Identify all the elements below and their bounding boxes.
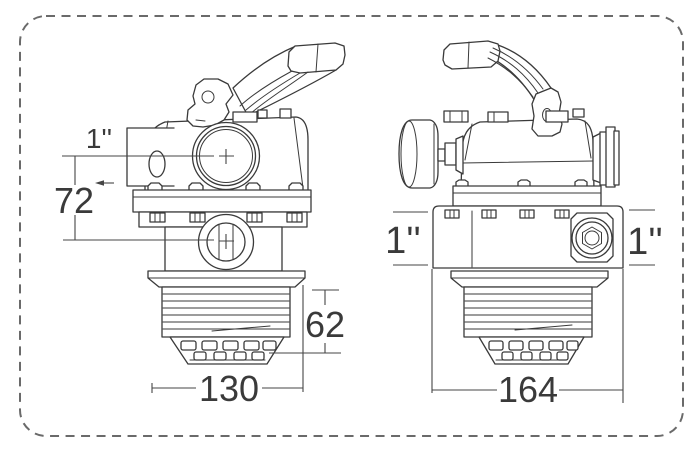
top-fittings-side [443,108,585,123]
dashed-frame [19,15,684,437]
dim-label-front-base-width: 130 [199,368,259,409]
dim-label-side-left-port: 1'' [385,220,421,262]
diffuser-front [169,336,285,365]
diffuser-side [478,336,585,365]
side-right-port [592,126,620,188]
side-port-opening [148,150,166,178]
dim-front-port: 1'' [62,123,234,164]
dim-label-front-spacing: 72 [54,180,94,221]
threads-side [463,286,593,338]
top-fittings-front [232,108,292,123]
flange-side [452,179,602,207]
dim-label-front-thread-height: 62 [305,304,345,345]
dim-label-side-base-width: 164 [498,369,558,410]
flare-front [147,270,306,288]
dim-side-left-port: 1'' [385,211,428,266]
front-view [126,42,346,365]
dim-front-port-spacing: 72 [54,156,234,249]
flare-side [450,270,609,288]
threads-front [161,286,291,338]
handle-pivot-hole [201,90,215,104]
side-port-pipe [126,127,175,187]
dim-front-thread-height: 62 [269,289,345,354]
dim-side-base-width: 164 [431,269,624,410]
flange-top-nuts-front [147,182,304,191]
dim-label-side-right-port: 1'' [627,221,663,263]
gauge-stem [437,148,446,162]
flange-front [132,189,312,213]
side-view [398,40,624,365]
dim-label-front-port: 1'' [86,123,112,154]
valve-handle-front [186,42,346,128]
dim-front-base-width: 130 [151,285,304,409]
dimension-annotations: 1'' 72 62 130 1'' [54,123,663,410]
diffuser-slots-front [180,340,277,361]
body-bolts-side [444,209,570,219]
clamp-bolts-front [149,212,303,223]
dim-side-right-port: 1'' [627,209,663,266]
pressure-gauge [398,119,464,189]
diffuser-slots-side [488,340,579,361]
drain-plug [570,212,614,263]
